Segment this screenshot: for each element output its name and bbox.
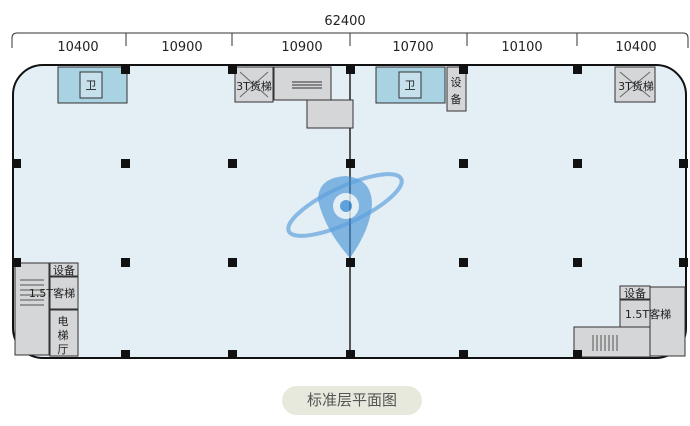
stair-top — [273, 66, 354, 129]
core-bottom-right: 设备 1.5T客梯 — [573, 285, 686, 358]
svg-text:3T货梯: 3T货梯 — [618, 79, 654, 93]
equipment-room-top: 设 备 — [446, 66, 467, 112]
bay-dimension: 10100 — [501, 40, 542, 55]
svg-text:厅: 厅 — [58, 343, 69, 356]
bay-dimension: 10400 — [615, 40, 656, 55]
freight-elevator-1: 3T货梯 — [234, 66, 274, 103]
svg-text:设: 设 — [451, 76, 462, 89]
bay-dimension: 10900 — [161, 40, 202, 55]
freight-elevator-2: 3T货梯 — [614, 66, 656, 103]
svg-text:设备: 设备 — [53, 263, 75, 277]
watermark-logo — [286, 172, 404, 258]
svg-text:卫: 卫 — [405, 79, 416, 92]
svg-text:3T货梯: 3T货梯 — [236, 79, 272, 93]
core-bottom-left: 设备 1.5T客梯 电 梯 厅 — [14, 262, 79, 357]
bay-dimension: 10400 — [57, 40, 98, 55]
caption-label: 标准层平面图 — [282, 386, 422, 415]
toilet-core-left: 卫 — [57, 66, 128, 104]
dimension-line — [11, 32, 689, 48]
svg-text:电: 电 — [58, 315, 69, 328]
svg-text:1.5T客梯: 1.5T客梯 — [29, 286, 75, 300]
structural-columns — [12, 65, 688, 359]
bay-dimension: 10900 — [281, 40, 322, 55]
svg-text:1.5T客梯: 1.5T客梯 — [625, 307, 671, 321]
total-dimension: 62400 — [324, 14, 365, 29]
toilet-core-center: 卫 — [375, 66, 446, 104]
bay-dimension: 10700 — [392, 40, 433, 55]
svg-text:梯: 梯 — [58, 329, 69, 342]
svg-text:卫: 卫 — [86, 79, 97, 92]
svg-text:设备: 设备 — [624, 286, 646, 300]
svg-text:备: 备 — [451, 92, 462, 106]
